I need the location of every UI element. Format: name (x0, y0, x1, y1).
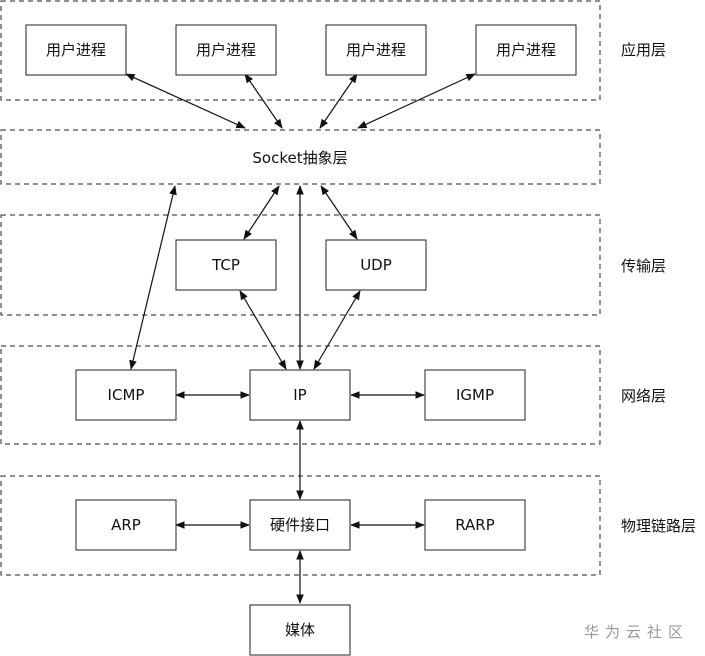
media-box: 媒体 (249, 604, 351, 656)
arp-label: ARP (111, 516, 141, 534)
rarp-label: RARP (455, 516, 495, 534)
icmp-label: ICMP (108, 386, 145, 404)
tcp-label: TCP (211, 256, 240, 274)
arrow-user3-socket (319, 73, 358, 129)
udp-box: UDP (325, 239, 427, 291)
rarp-box: RARP (424, 499, 526, 551)
application-layer-label: 应用层 (621, 41, 666, 59)
transport-layer-label: 传输层 (621, 257, 666, 275)
network-layer-label: 网络层 (621, 387, 666, 405)
igmp-label: IGMP (456, 386, 494, 404)
igmp-box: IGMP (424, 369, 526, 421)
user-process-box-2: 用户进程 (175, 24, 277, 76)
arrow-user1-socket (125, 73, 246, 129)
ip-box: IP (249, 369, 351, 421)
arrow-user2-socket (244, 73, 283, 129)
user-process-box-3: 用户进程 (325, 24, 427, 76)
user-process-label-4: 用户进程 (496, 41, 556, 59)
user-process-label-2: 用户进程 (196, 41, 256, 59)
tcp-box: TCP (175, 239, 277, 291)
arrow-socket-tcp (243, 185, 280, 240)
link-layer-label: 物理链路层 (621, 517, 696, 535)
user-process-label-3: 用户进程 (346, 41, 406, 59)
user-process-box-1: 用户进程 (25, 24, 127, 76)
arrow-socket-icmp (129, 185, 177, 370)
arp-box: ARP (75, 499, 177, 551)
watermark-text: 华为云社区 (584, 623, 689, 641)
user-process-box-4: 用户进程 (475, 24, 577, 76)
media-label: 媒体 (285, 621, 315, 639)
icmp-box: ICMP (75, 369, 177, 421)
arrow-user4-socket (357, 73, 476, 129)
application-layer-band (0, 0, 601, 101)
arrow-socket-udp (320, 185, 358, 240)
user-process-label-1: 用户进程 (46, 41, 106, 59)
arrow-udp-ip (313, 290, 361, 370)
socket-layer-band (0, 129, 601, 185)
hardware-interface-box: 硬件接口 (249, 499, 351, 551)
connectors (125, 73, 476, 604)
udp-label: UDP (360, 256, 392, 274)
hardware-interface-label: 硬件接口 (270, 516, 330, 534)
ip-label: IP (293, 386, 306, 404)
arrow-tcp-ip (239, 290, 287, 370)
socket-layer-label: Socket抽象层 (252, 149, 347, 167)
